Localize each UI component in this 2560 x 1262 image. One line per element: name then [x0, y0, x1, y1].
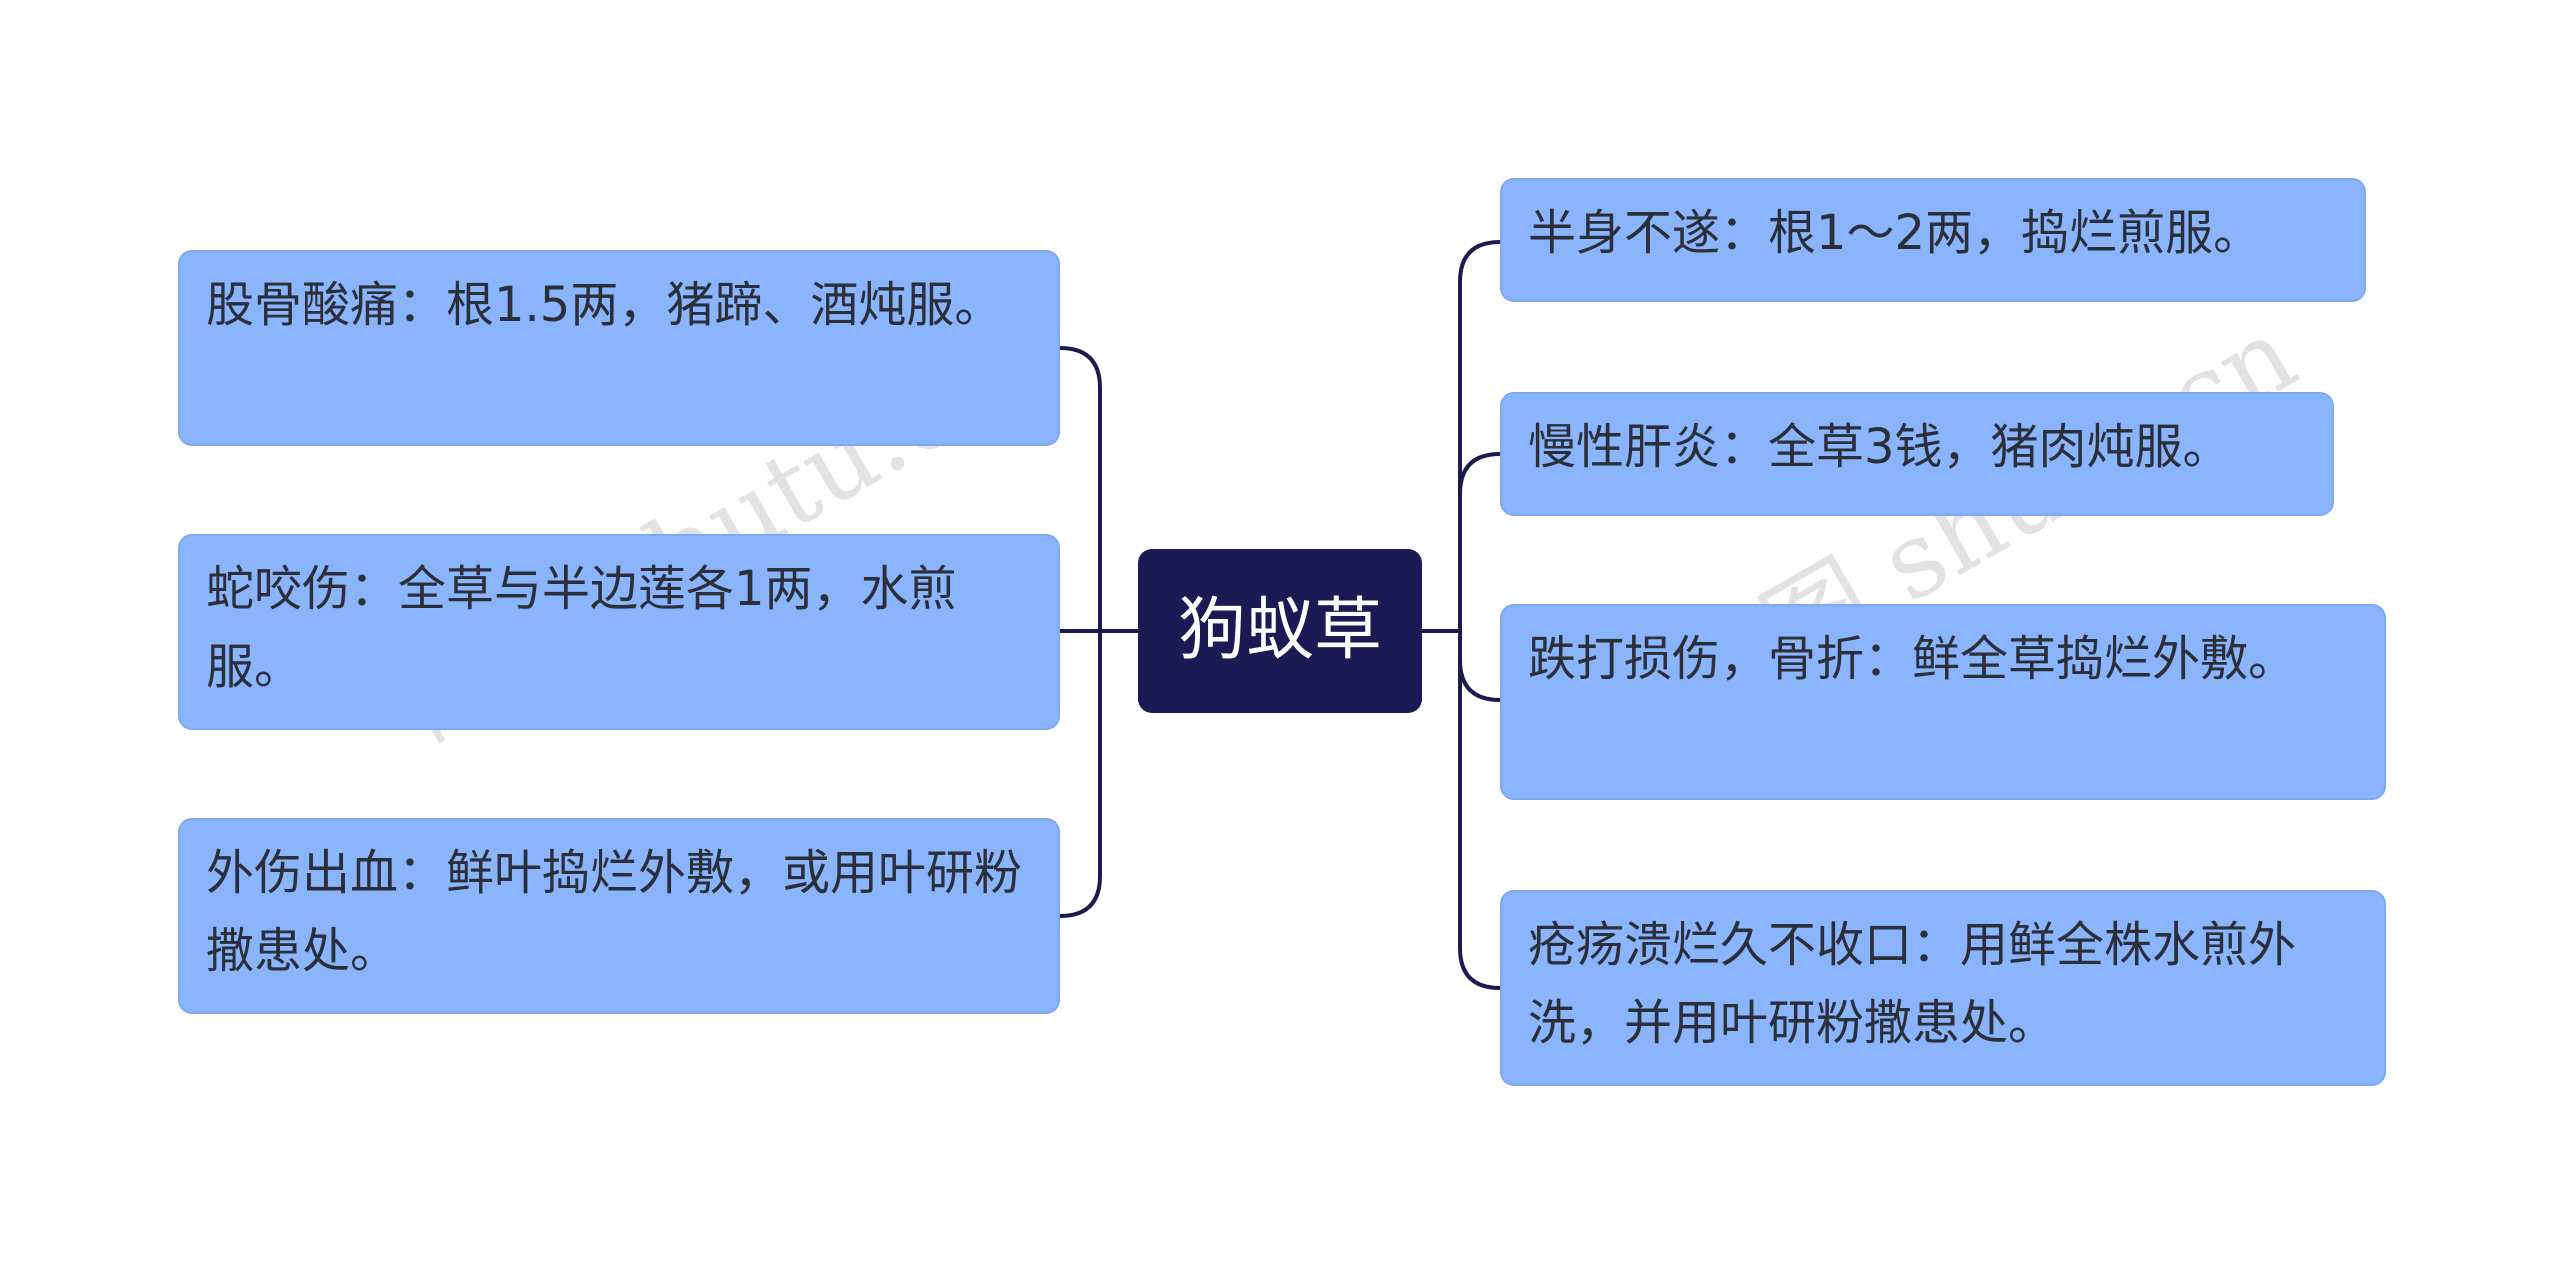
branch-node-bruise-fracture[interactable]: 跌打损伤，骨折：鲜全草捣烂外敷。 [1500, 604, 2386, 800]
branch-node-femur-pain[interactable]: 股骨酸痛：根1.5两，猪蹄、酒炖服。 [178, 250, 1060, 446]
right-branch-2-connector [1458, 452, 1502, 496]
branch-node-wound-bleeding[interactable]: 外伤出血：鲜叶捣烂外敷，或用叶研粉撒患处。 [178, 818, 1060, 1014]
root-node[interactable]: 狗蚁草 [1138, 549, 1422, 713]
branch-node-ulcer[interactable]: 疮疡溃烂久不收口：用鲜全株水煎外洗，并用叶研粉撒患处。 [1500, 890, 2386, 1086]
branch-node-hemiplegia[interactable]: 半身不遂：根1～2两，捣烂煎服。 [1500, 178, 2366, 302]
right-branch-3-connector [1458, 658, 1502, 702]
branch-node-chronic-hepatitis[interactable]: 慢性肝炎：全草3钱，猪肉炖服。 [1500, 392, 2334, 516]
branch-node-snake-bite[interactable]: 蛇咬伤：全草与半边莲各1两，水煎服。 [178, 534, 1060, 730]
right-trunk-connector [1458, 240, 1502, 990]
